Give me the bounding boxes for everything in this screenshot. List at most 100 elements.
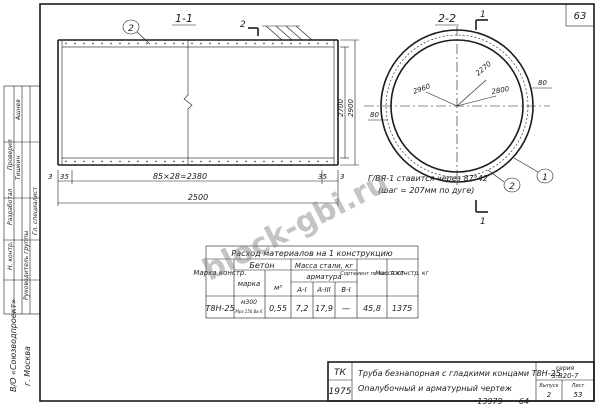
wall-hatch-dot [281,42,283,45]
wall-hatch-dot [326,160,328,163]
callout-2b-label: 2 [509,182,515,192]
wall-hatch-dot [254,42,256,45]
wall-hatch-dot [290,42,292,45]
stamp-extra-1: Гл. специалист [32,186,39,235]
section-1-1-label: 1-1 [175,12,193,25]
wall-hatch-dot [74,160,76,163]
tb-issue-label: Выпуск [539,383,558,389]
hdr-concrete-volume: м³ [274,284,282,292]
dim-end-right-a: 35 [318,173,327,181]
wall-hatch-dot [272,42,274,45]
tb-title-line1: Труба безнапорная с гладкими концами Т8Н… [358,369,561,378]
callout-1-circle [536,168,554,184]
wall-hatch-dot [245,42,247,45]
wall-hatch-dot [101,160,103,163]
section-2-2-label: 2-2 [438,12,456,25]
stamp-name-1: Тишкин [15,155,22,180]
sheet-number: 63 [574,11,587,22]
wall-hatch-dot [173,42,175,45]
page-number: 64 [519,397,529,405]
wall-hatch-dot [290,160,292,163]
tb-series-label: серия [556,365,575,372]
wall-hatch-dot [128,42,130,45]
wall-hatch-dot [110,160,112,163]
wall-hatch-dot [137,42,139,45]
callout-2-circle [122,19,140,35]
wall-hatch-dot [182,42,184,45]
section-2-note-line2: (шаг = 207мм по дуге) [378,186,474,195]
tb-series-value: 3.820-7 [551,372,579,380]
tb-sheet-label: Лист [571,383,586,389]
break-line [183,40,193,165]
wall-hatch-dot [218,42,220,45]
wall-hatch-dot [191,42,193,45]
org-line-2: г. Москва [23,346,32,386]
wall-hatch-dot [119,42,121,45]
dim-cover-a: 80 [538,79,547,87]
wall-hatch-dot [272,160,274,163]
wall-hatch-dot [110,42,112,45]
cut-mark-1-bottom: 1 [480,217,486,227]
wall-hatch-dot [137,160,139,163]
wall-hatch-dot [308,42,310,45]
wall-hatch-dot [218,160,220,163]
row-concrete-mark: м300 [241,299,257,306]
wall-hatch-dot [164,42,166,45]
hdr-rebar: арматура [306,273,341,281]
section-2-note-line1: Г/ВЯ-1 ставится через 87°42′ [368,174,490,183]
materials-table: Расход материалов на 1 конструкцию Марка… [193,245,430,319]
wall-hatch-dot [308,160,310,163]
hdr-mass: Масса констр. кг [375,270,429,277]
dim-end-right-b: 3 [340,173,344,181]
wall-hatch-dot [263,160,265,163]
wall-hatch-dot [146,42,148,45]
pipe-inner-circle [390,39,524,173]
wall-hatch-dot [236,160,238,163]
dim-d-frame: 2270 [474,60,493,78]
dim-cover-b: 80 [370,111,379,119]
row-total-steel: 45,8 [363,304,381,313]
wall-hatch-dot [65,160,67,163]
wall-hatch-dot [92,42,94,45]
wall-hatch-dot [164,160,166,163]
row-mark: Т8Н-25 [205,304,234,313]
wall-hatch-dot [146,160,148,163]
tb-title-line2: Опалубочный и арматурный чертеж [358,384,513,393]
wall-hatch-dot [155,160,157,163]
wall-hatch-dot [236,42,238,45]
row-mass: 1375 [392,304,412,313]
title-block: ТК 1975 Труба безнапорная с гладкими кон… [327,361,595,402]
wall-hatch-dot [209,42,211,45]
tb-sheet-value: 53 [574,391,583,399]
hdr-steel: Масса стали, кг [295,262,353,270]
row-volume: 0,55 [269,304,287,313]
row-concrete-mark-note: Мрз 150 Вв 6 [235,309,263,314]
stamp-name-0: Ашнев [15,99,22,121]
dim-d-outer: 2960 [412,82,432,96]
row-a1: 7,2 [296,304,309,313]
wall-hatch-dot [200,160,202,163]
wall-hatch-dot [317,160,319,163]
cut-mark-1-top: 1 [480,10,486,20]
archive-code: 13979 [477,397,502,405]
tb-year: 1975 [329,387,352,397]
wall-hatch-dot [299,42,301,45]
dim-end-left-a: 3 [48,173,52,181]
sheet-number-box [565,3,595,27]
wall-hatch-dot [317,42,319,45]
stamp-role-2: Н. контр. [7,241,14,270]
wall-hatch-dot [209,160,211,163]
wall-hatch-dot [155,42,157,45]
tb-code: ТК [334,368,346,378]
wall-hatch-dot [173,160,175,163]
wall-hatch-dot [263,42,265,45]
wall-hatch-dot [182,160,184,163]
wall-hatch-dot [65,42,67,45]
org-line-1: В/О «Союзводпроект» [9,299,18,392]
row-a3: 17,9 [315,304,333,313]
wall-hatch-dot [92,160,94,163]
hdr-mark: Марка констр. [193,269,246,277]
wall-hatch-dot [74,42,76,45]
wall-hatch-dot [299,160,301,163]
